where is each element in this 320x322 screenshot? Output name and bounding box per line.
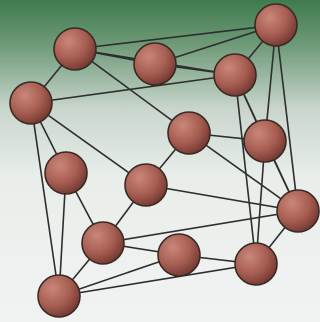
graph-node [244, 120, 286, 162]
graph-node [277, 190, 319, 232]
graph-edge [59, 264, 256, 296]
graph-node [82, 222, 124, 264]
graph-node [134, 43, 176, 85]
graph-edge [31, 75, 235, 103]
graph-node [168, 112, 210, 154]
graph-edge [75, 25, 276, 49]
graph-edge [235, 75, 256, 264]
node-layer [10, 4, 319, 317]
graph-node [255, 4, 297, 46]
graph-edge [276, 25, 298, 211]
graph-node [158, 234, 200, 276]
graph-node [125, 164, 167, 206]
graph-edge [146, 185, 298, 211]
graph-node [38, 275, 80, 317]
graph-node [10, 82, 52, 124]
graph-edge [103, 211, 298, 243]
graph-node [45, 152, 87, 194]
graph-node [235, 243, 277, 285]
graph-node [54, 28, 96, 70]
graph-node [214, 54, 256, 96]
